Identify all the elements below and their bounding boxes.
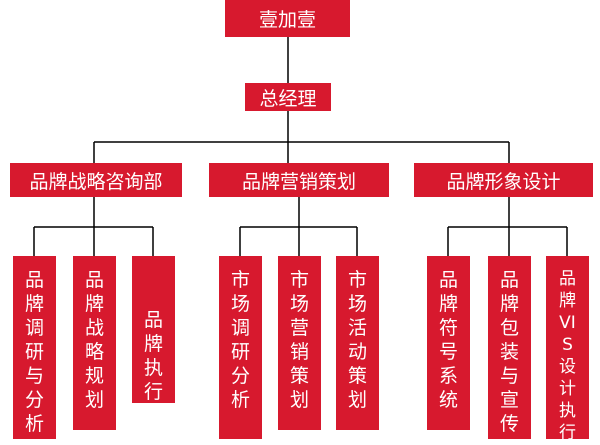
- child-node-label: 品牌符号系统: [438, 269, 458, 411]
- child-node-label: 品牌战略规划: [84, 269, 104, 411]
- child-node-label: 市场活动策划: [347, 269, 367, 411]
- root-node: 壹加壹: [225, 0, 350, 37]
- child-node-label: 品牌调研与分析: [24, 269, 44, 435]
- child-node-2-3: 市场活动策划: [336, 256, 379, 430]
- child-node-label: 品牌VIS设计执行: [559, 269, 576, 443]
- child-node-3-2: 品牌包装与宣传: [488, 256, 531, 439]
- dept-brand-strategy: 品牌战略咨询部: [10, 163, 182, 197]
- dept-brand-marketing: 品牌营销策划: [209, 163, 389, 197]
- child-node-1-1: 品牌调研与分析: [13, 256, 56, 439]
- child-node-3-3: 品牌VIS设计执行: [546, 256, 589, 443]
- child-node-label: 市场调研分析: [230, 269, 250, 411]
- child-node-2-1: 市场调研分析: [219, 256, 262, 439]
- child-node-label: 品牌执行: [143, 309, 163, 403]
- child-node-1-2: 品牌战略规划: [73, 256, 116, 430]
- child-node-2-2: 市场营销策划: [278, 256, 321, 430]
- dept-brand-image: 品牌形象设计: [414, 163, 593, 197]
- child-node-label: 品牌包装与宣传: [499, 269, 519, 435]
- general-manager-node: 总经理: [245, 83, 331, 111]
- child-node-1-3: 品牌执行: [132, 256, 175, 403]
- child-node-label: 市场营销策划: [289, 269, 309, 411]
- child-node-3-1: 品牌符号系统: [427, 256, 470, 430]
